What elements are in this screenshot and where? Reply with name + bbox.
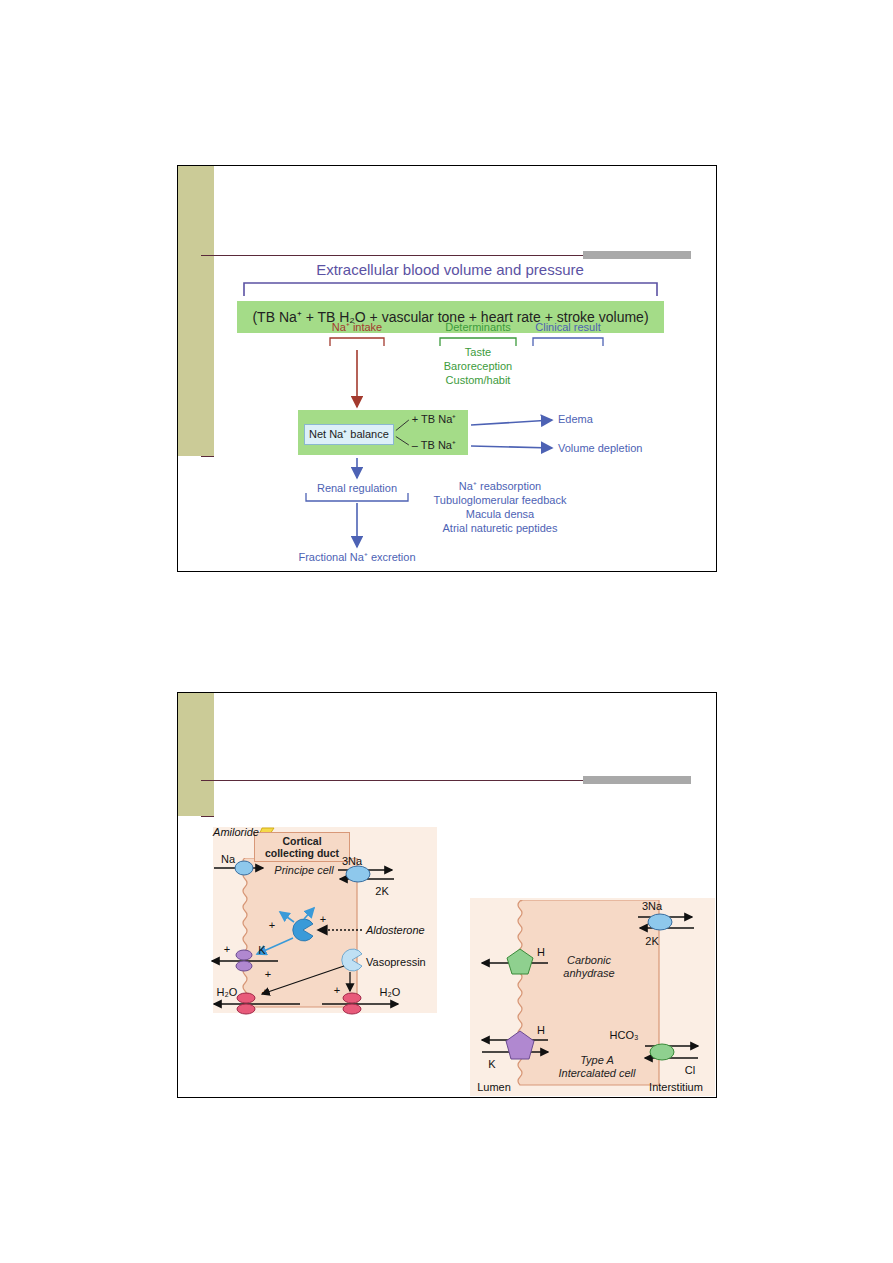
label-text: + — [334, 984, 340, 997]
text-box: + TB Na⁺ – TB Na⁺ Net Na⁺ balance — [298, 410, 468, 455]
arrow — [356, 503, 358, 547]
label-text: Taste — [465, 346, 491, 359]
label-text: + — [320, 913, 326, 926]
arrow — [356, 350, 358, 407]
label-text: Determinants — [445, 321, 510, 334]
node-text: Net Na⁺ balance — [309, 428, 389, 441]
label-text: K — [488, 1058, 495, 1071]
label-text: Na⁺ reabsorption — [459, 480, 541, 493]
bracket — [306, 493, 408, 501]
header-bar — [583, 251, 691, 259]
header-bar — [583, 776, 691, 784]
label-text: Volume depletion — [558, 442, 642, 455]
bracket — [533, 338, 603, 346]
label-text: Extracellular blood volume and pressure — [316, 261, 584, 278]
text-box: Net Na⁺ balance — [304, 424, 394, 445]
label-text: 3Na — [642, 900, 662, 913]
slide-strip — [178, 166, 214, 456]
label-text: Fractional Na⁺ excretion — [298, 551, 415, 564]
label-text: 3Na — [342, 855, 362, 868]
bracket — [330, 338, 384, 346]
strip-foot-line — [201, 816, 214, 817]
node-text: – TB Na⁺ — [412, 439, 456, 452]
label-text: HCO₃ — [610, 1029, 639, 1042]
strip-foot-line — [201, 456, 214, 457]
cell-shape: Carbonic anhydraseType A Intercalated ce… — [515, 900, 660, 1086]
label-text: Interstitium — [649, 1081, 703, 1094]
slide-strip — [178, 693, 214, 816]
label-text: Cl — [685, 1064, 695, 1077]
label-text: 2K — [375, 885, 388, 898]
label-text: + — [269, 919, 275, 932]
text-box: Cortical collecting duct — [254, 832, 350, 862]
bracket — [244, 283, 657, 296]
node-text: + TB Na⁺ — [412, 413, 456, 426]
label-text: + — [262, 986, 268, 999]
node-text: Principe cell — [254, 864, 354, 877]
label-text: Atrial naturetic peptides — [443, 522, 558, 535]
label-text: Renal regulation — [317, 482, 397, 495]
label-text: Aldosterone — [366, 924, 425, 937]
image-ground — [470, 898, 715, 1096]
arrow — [356, 458, 358, 478]
label-text: + — [224, 943, 230, 956]
arrow — [471, 420, 552, 425]
label-text: Custom/habit — [446, 374, 511, 387]
arrow — [471, 446, 552, 448]
label-text: Edema — [558, 413, 593, 426]
label-text: K — [258, 944, 265, 957]
label-text: + — [265, 968, 271, 981]
node-text: Type A Intercalated cell — [553, 1054, 641, 1079]
bracket — [440, 338, 516, 346]
image-ground — [213, 827, 437, 1013]
label-text: Na — [221, 853, 235, 866]
label-text: H — [537, 1024, 545, 1037]
cell-shape: Principe cell — [240, 858, 358, 1008]
node-text: Carbonic anhydrase — [549, 954, 629, 979]
label-text: H — [537, 946, 545, 959]
label-text: Clinical result — [535, 321, 600, 334]
label-text: H₂O — [217, 986, 238, 999]
label-text: Amiloride — [213, 826, 259, 839]
label-text: Tubuloglomerular feedback — [434, 494, 567, 507]
node-text: Cortical collecting duct — [258, 835, 346, 859]
label-text: Baroreception — [444, 360, 513, 373]
label-text: Vasopressin — [366, 956, 426, 969]
label-text: H₂O — [380, 986, 401, 999]
label-text: Lumen — [477, 1081, 511, 1094]
label-text: 2K — [645, 935, 658, 948]
label-text: Na⁺ intake — [332, 321, 382, 334]
cell-outline — [240, 858, 358, 1008]
label-text: Macula densa — [466, 508, 535, 521]
